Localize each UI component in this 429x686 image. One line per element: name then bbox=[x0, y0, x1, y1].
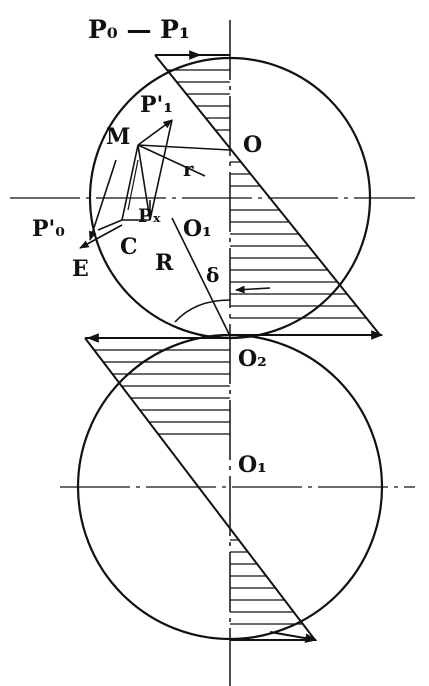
lower-bottom-arrow bbox=[269, 631, 318, 643]
delta-arc bbox=[174, 299, 231, 323]
force-construction bbox=[79, 119, 231, 249]
upper-pressure-diagram bbox=[154, 54, 383, 336]
label-E: E bbox=[72, 256, 89, 282]
label-P0-prime: P'₀ bbox=[32, 216, 65, 242]
label-M: M bbox=[106, 124, 130, 150]
label-O: O bbox=[243, 132, 262, 158]
label-O1-top: O₁ bbox=[183, 216, 212, 242]
radius-line bbox=[171, 217, 231, 337]
label-delta: δ bbox=[206, 263, 219, 287]
delta-arrow bbox=[235, 285, 271, 294]
label-r: r bbox=[183, 157, 194, 181]
label-Px: Pₓ bbox=[138, 205, 161, 227]
label-O1-bottom: O₁ bbox=[238, 452, 267, 478]
label-C: C bbox=[120, 234, 138, 260]
label-O2: O₂ bbox=[238, 346, 267, 372]
label-P1-prime: P'₁ bbox=[140, 92, 173, 118]
label-R: R bbox=[155, 250, 174, 276]
title-label: P₀ — P₁ bbox=[88, 15, 190, 44]
lower-pressure-diagram bbox=[84, 337, 318, 641]
